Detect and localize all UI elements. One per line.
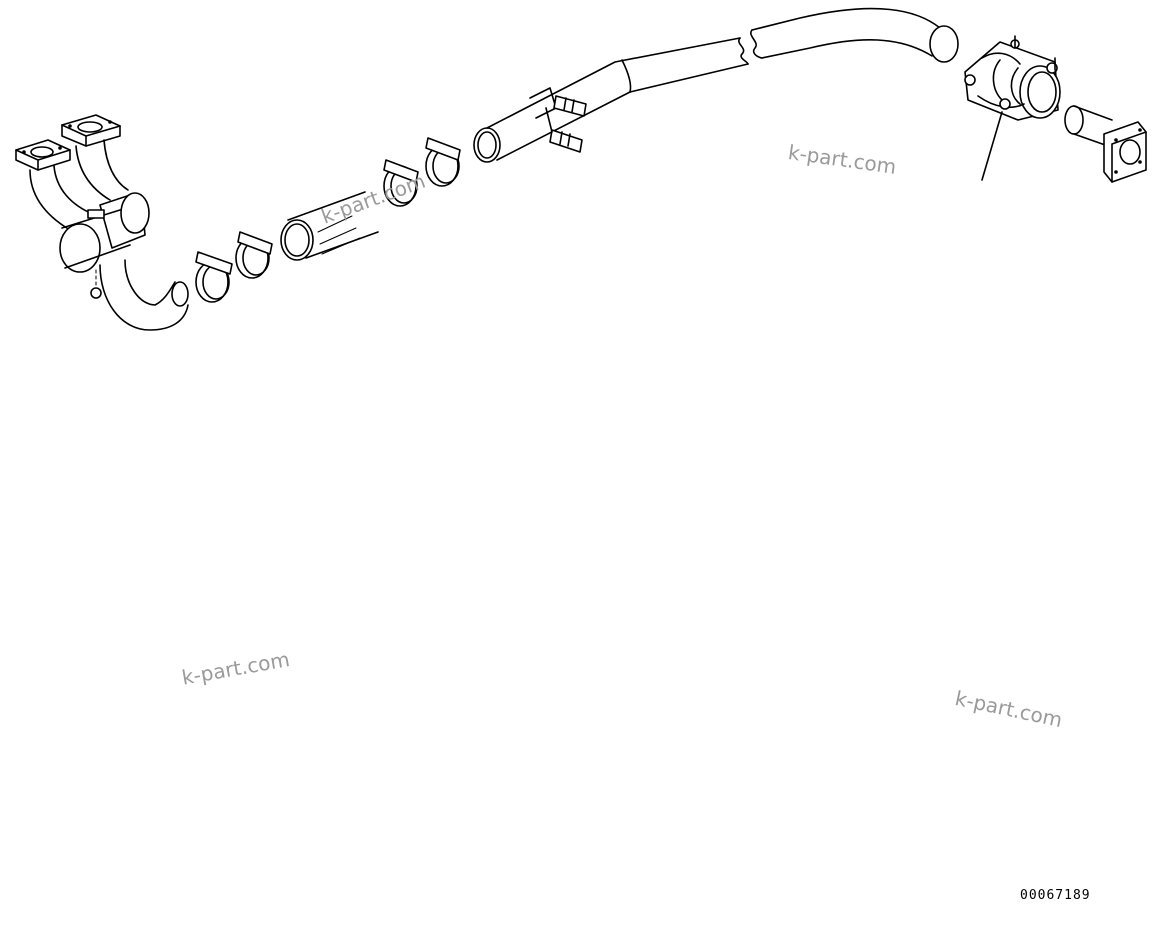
flanged-stub-pipe [1064, 105, 1147, 183]
long-pipe [473, 7, 959, 163]
document-number: 00067189 [1020, 888, 1091, 903]
flexible-coupling [964, 35, 1061, 181]
hose-clamp-3 [383, 159, 419, 207]
hose-clamp-4 [425, 137, 461, 187]
hose-clamp-1 [195, 251, 233, 303]
rubber-hose [280, 191, 379, 261]
manifold-elbow-assembly [15, 114, 189, 331]
hose-clamp-2 [235, 231, 273, 279]
callout-leader [981, 111, 1003, 181]
